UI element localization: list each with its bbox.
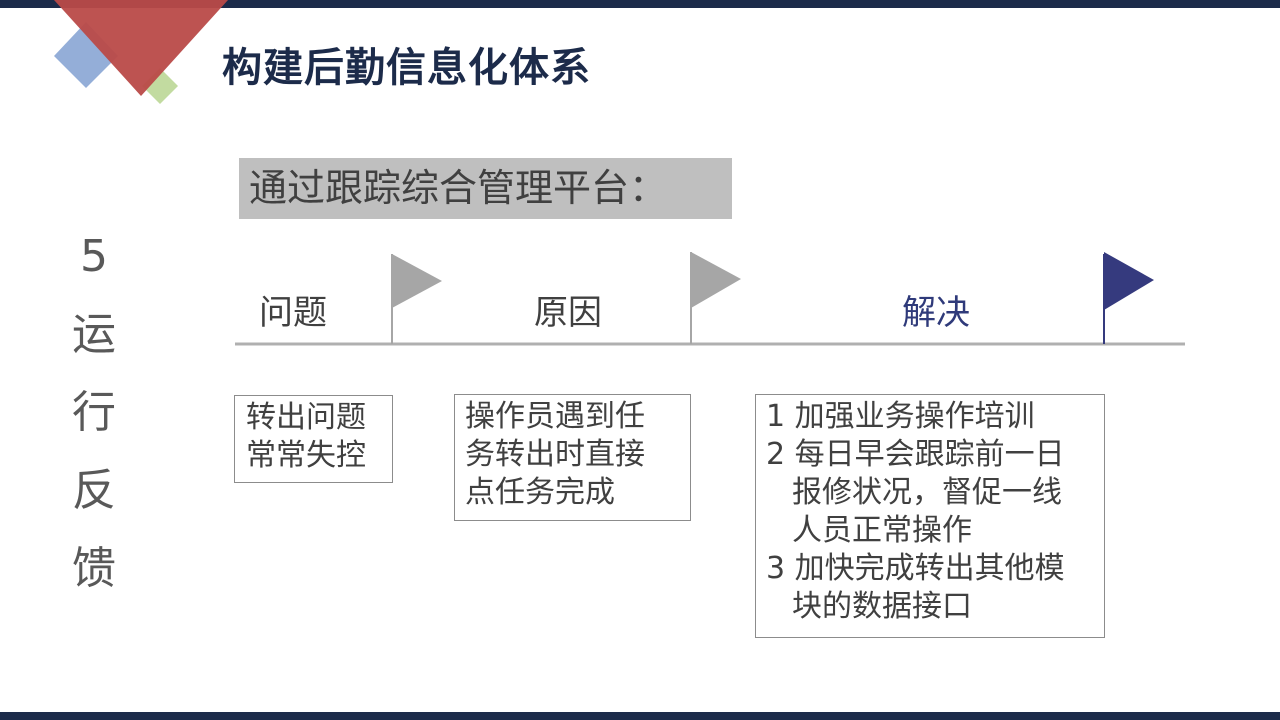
solution-line: 报修状况，督促一线 xyxy=(792,475,1062,510)
vertical-section-label: 5 运 行 反 馈 xyxy=(66,218,122,608)
cause-text-box: 操作员遇到任 务转出时直接 点任务完成 xyxy=(454,394,691,521)
problem-line: 转出问题 xyxy=(246,400,366,435)
cause-line: 务转出时直接 xyxy=(465,437,645,472)
side-label-char: 5 xyxy=(80,231,108,282)
solution-line: 1 加强业务操作培训 xyxy=(766,399,1035,434)
decorative-diamond-logo xyxy=(54,0,228,104)
subtitle-banner: 通过跟踪综合管理平台： xyxy=(239,158,732,219)
side-label-char: 行 xyxy=(72,387,116,438)
stage-label-solution: 解决 xyxy=(902,293,970,333)
page-title: 构建后勤信息化体系 xyxy=(222,45,591,91)
solution-line: 人员正常操作 xyxy=(792,513,972,548)
solution-line: 3 加快完成转出其他模 xyxy=(766,551,1065,586)
cause-line: 点任务完成 xyxy=(465,475,615,510)
problem-line: 常常失控 xyxy=(246,438,366,473)
side-label-char: 反 xyxy=(72,465,116,516)
top-accent-bar xyxy=(0,0,1280,8)
solution-line: 2 每日早会跟踪前一日 xyxy=(766,437,1065,472)
process-timeline xyxy=(235,252,1185,346)
red-diamond-shape xyxy=(54,0,228,96)
solution-text-box: 1 加强业务操作培训 2 每日早会跟踪前一日 报修状况，督促一线 人员正常操作 … xyxy=(755,394,1105,638)
blue-diamond-shape xyxy=(54,22,118,88)
flag-marker-3 xyxy=(1104,252,1154,310)
solution-line: 块的数据接口 xyxy=(792,589,972,624)
side-label-char: 运 xyxy=(72,309,116,360)
problem-text-box: 转出问题 常常失控 xyxy=(234,395,393,483)
side-label-char: 馈 xyxy=(72,543,116,594)
cause-line: 操作员遇到任 xyxy=(465,399,645,434)
bottom-accent-bar xyxy=(0,712,1280,720)
flag-marker-2 xyxy=(691,252,741,308)
stage-label-problem: 问题 xyxy=(259,293,327,333)
subtitle-text: 通过跟踪综合管理平台： xyxy=(249,166,668,210)
stage-label-cause: 原因 xyxy=(534,293,602,333)
flag-marker-1 xyxy=(392,254,442,308)
